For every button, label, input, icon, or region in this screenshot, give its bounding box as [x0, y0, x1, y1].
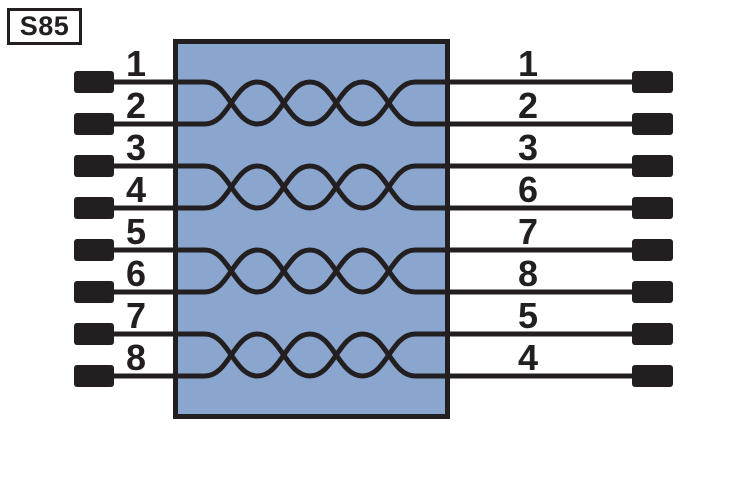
- right-pin-connector-1: [632, 71, 673, 93]
- right-pin-connector-8: [632, 281, 673, 303]
- twisted-pair-1: [112, 79, 636, 127]
- right-pin-connector-6: [632, 197, 673, 219]
- pair-3-wire-top: [112, 247, 636, 295]
- right-pin-label-3: 3: [518, 127, 538, 168]
- left-pin-connector-4: [74, 197, 114, 219]
- right-pin-connector-5: [632, 323, 673, 345]
- pair-1-wire-bottom: [112, 79, 636, 127]
- left-pin-label-5: 5: [126, 211, 146, 252]
- left-pin-label-8: 8: [126, 337, 146, 378]
- left-pin-label-7: 7: [126, 295, 146, 336]
- twisted-pair-4: [112, 331, 636, 379]
- pair-4-wire-top: [112, 331, 636, 379]
- pair-4-wire-bottom: [112, 331, 636, 379]
- left-pin-connector-6: [74, 281, 114, 303]
- junction-box: [173, 39, 450, 419]
- twisted-pair-3: [112, 247, 636, 295]
- left-pin-label-2: 2: [126, 85, 146, 126]
- right-pin-label-7: 7: [518, 211, 538, 252]
- right-pin-label-6: 6: [518, 169, 538, 210]
- left-pin-label-3: 3: [126, 127, 146, 168]
- diagram-label-badge: S85: [7, 8, 82, 45]
- left-pin-connector-8: [74, 365, 114, 387]
- diagram-label: S85: [19, 11, 70, 41]
- right-pin-connector-4: [632, 365, 673, 387]
- right-pin-label-5: 5: [518, 295, 538, 336]
- left-pin-connector-7: [74, 323, 114, 345]
- right-pin-label-2: 2: [518, 85, 538, 126]
- pair-2-wire-bottom: [112, 163, 636, 211]
- left-pin-label-1: 1: [126, 43, 146, 84]
- pair-2-wire-top: [112, 163, 636, 211]
- twisted-pair-2: [112, 163, 636, 211]
- right-pin-connector-3: [632, 155, 673, 177]
- right-pin-label-1: 1: [518, 43, 538, 84]
- left-pin-label-4: 4: [126, 169, 146, 210]
- left-pin-connector-3: [74, 155, 114, 177]
- pair-3-wire-bottom: [112, 247, 636, 295]
- left-pin-label-6: 6: [126, 253, 146, 294]
- right-pin-connector-2: [632, 113, 673, 135]
- right-pin-label-8: 8: [518, 253, 538, 294]
- left-pin-connector-5: [74, 239, 114, 261]
- pair-1-wire-top: [112, 79, 636, 127]
- left-pin-connector-2: [74, 113, 114, 135]
- left-pin-connector-1: [74, 71, 114, 93]
- right-pin-connector-7: [632, 239, 673, 261]
- right-pin-label-4: 4: [518, 337, 538, 378]
